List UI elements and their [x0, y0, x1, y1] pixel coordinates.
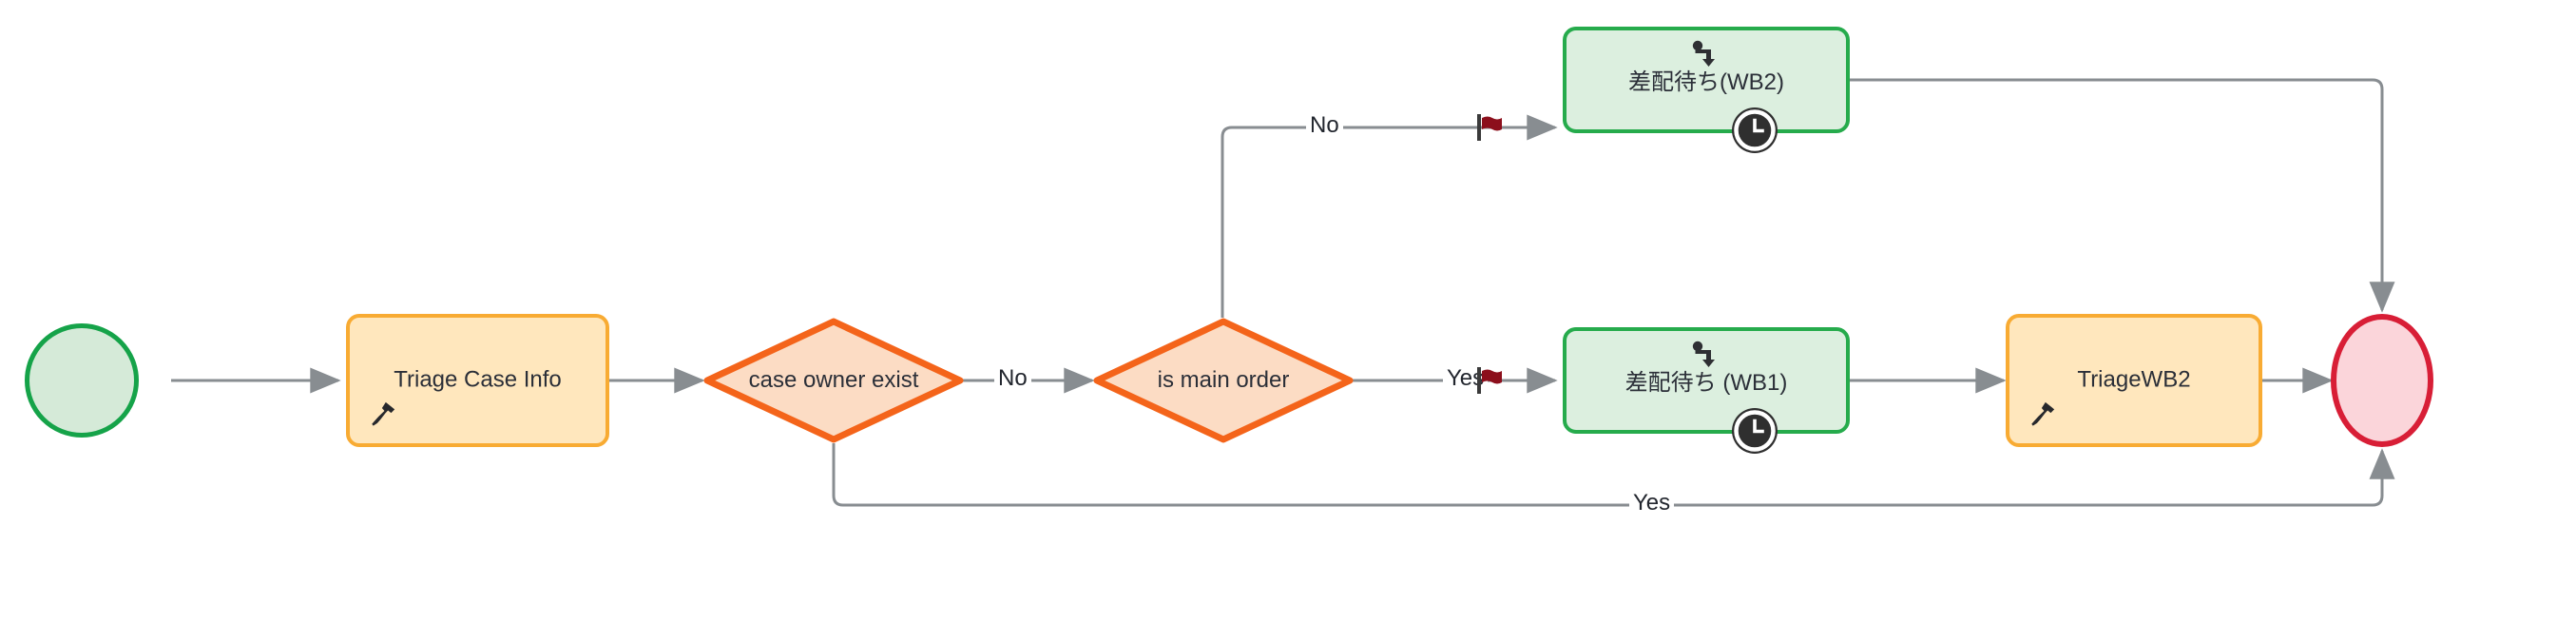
- task-wait-wb1[interactable]: 差配待ち (WB1): [1563, 327, 1850, 434]
- task-triage-case-info[interactable]: Triage Case Info: [346, 314, 609, 447]
- timer-icon[interactable]: [1730, 406, 1779, 456]
- flow-wb2-to-end: [1849, 78, 2395, 313]
- edge-label-main-order-no: No: [1306, 114, 1343, 137]
- gateway-diamond-shape: [1093, 318, 1354, 443]
- gateway-case-owner-exist[interactable]: case owner exist: [703, 318, 964, 443]
- gateway-case-owner-exist-label: case owner exist: [748, 367, 919, 393]
- flow-gw1-yes-to-end: [832, 443, 2395, 507]
- task-triage-wb2[interactable]: TriageWB2: [2006, 314, 2262, 447]
- flag-icon: [1477, 367, 1502, 394]
- start-event[interactable]: [25, 323, 139, 438]
- assign-arrow-icon: [1692, 40, 1715, 67]
- end-event[interactable]: [2331, 314, 2433, 447]
- hammer-icon: [372, 401, 395, 426]
- assign-arrow-icon: [1692, 341, 1715, 367]
- task-triage-case-info-label: Triage Case Info: [394, 366, 562, 393]
- gateway-is-main-order-label: is main order: [1157, 367, 1290, 393]
- timer-icon[interactable]: [1730, 106, 1779, 155]
- task-wait-wb2[interactable]: 差配待ち(WB2): [1563, 27, 1850, 133]
- task-triage-wb2-label: TriageWB2: [2077, 366, 2191, 393]
- flag-icon: [1477, 114, 1502, 141]
- task-wait-wb1-label: 差配待ち (WB1): [1624, 370, 1788, 396]
- gateway-diamond-shape: [703, 318, 964, 443]
- gateway-is-main-order[interactable]: is main order: [1093, 318, 1354, 443]
- task-wait-wb2-label: 差配待ち(WB2): [1628, 69, 1784, 95]
- hammer-icon: [2031, 401, 2055, 426]
- flow-gw2-no-to-wb2: [1221, 114, 1558, 318]
- edge-label-case-owner-no: No: [994, 367, 1031, 390]
- edge-label-case-owner-yes: Yes: [1629, 492, 1675, 515]
